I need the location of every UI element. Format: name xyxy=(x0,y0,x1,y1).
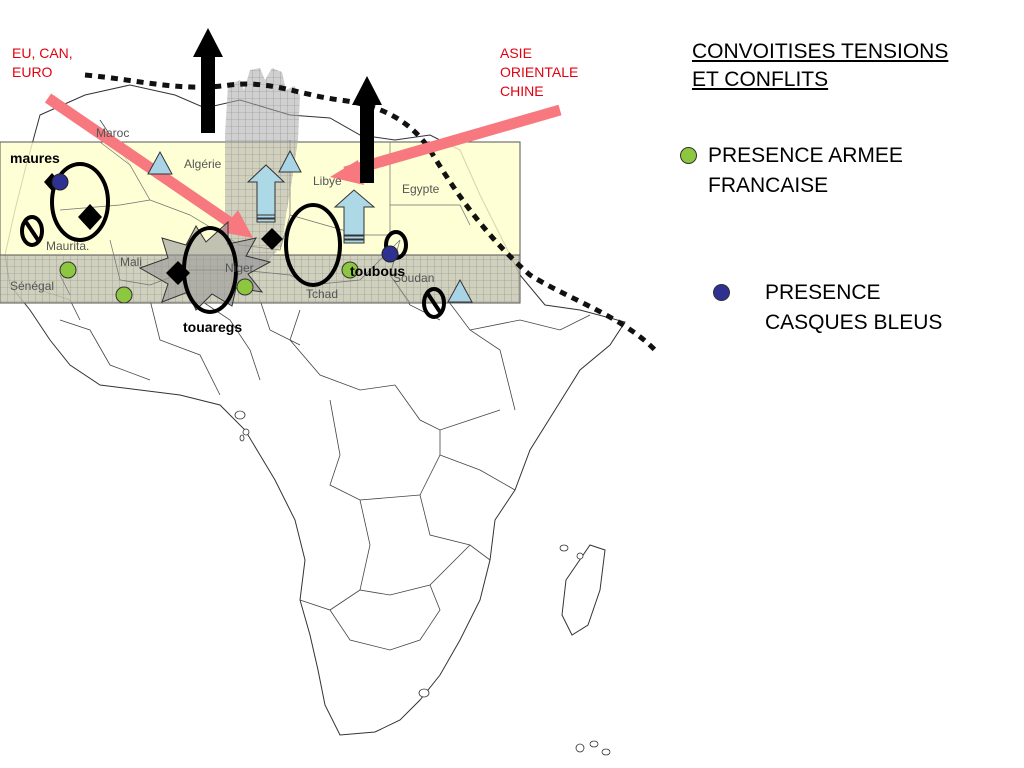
label-maroc: Maroc xyxy=(96,126,129,140)
islands xyxy=(234,410,611,756)
label-egypte: Egypte xyxy=(402,182,440,196)
resource-triangles xyxy=(147,149,473,303)
un-blue-dots xyxy=(51,173,399,263)
triangle-algeria xyxy=(147,150,173,175)
label-toubous: toubous xyxy=(350,263,405,279)
ellipse-libye-niger xyxy=(284,203,342,287)
prohibition-sign-west xyxy=(20,215,44,247)
prohibition-sign-soudan xyxy=(422,287,446,319)
light-blue-arrow-left xyxy=(246,164,286,223)
label-tchad: Tchad xyxy=(306,287,338,301)
madagascar-outline xyxy=(561,544,606,636)
label-soudan: Soudan xyxy=(393,271,434,285)
label-maures: maures xyxy=(10,150,60,166)
french-army-dots xyxy=(59,261,359,304)
prohibition-signs xyxy=(20,215,446,319)
legend-label-un-blue-helmets: PRESENCE CASQUES BLEUS xyxy=(765,281,943,334)
label-mauritanie: Maurita. xyxy=(46,239,89,253)
label-niger: Niger xyxy=(225,261,254,275)
label-senegal: Sénégal xyxy=(10,279,54,293)
blue-dot-icon xyxy=(713,284,730,301)
label-libye: Libye xyxy=(313,174,342,188)
legend-item-french-army: PRESENCE ARMEE FRANCAISE xyxy=(680,141,903,201)
triangle-libya xyxy=(278,149,302,173)
ellipse-maures xyxy=(50,162,110,242)
green-dot-icon xyxy=(680,147,697,164)
legend-label-french-army: PRESENCE ARMEE FRANCAISE xyxy=(708,144,903,197)
origin-label-west: EU, CAN, EURO xyxy=(12,45,73,80)
label-mali: Mali xyxy=(120,255,142,269)
triangle-soudan xyxy=(447,278,473,303)
legend-title: CONVOITISES TENSIONS ET CONFLITS xyxy=(692,40,949,91)
origin-label-east: ASIE ORIENTALE CHINE xyxy=(500,45,579,99)
label-touaregs: touaregs xyxy=(183,319,242,335)
black-up-arrow-left xyxy=(193,28,223,133)
black-up-arrow-right xyxy=(352,76,382,183)
label-algerie: Algérie xyxy=(184,157,222,171)
legend-item-un-blue-helmets: PRESENCE CASQUES BLEUS xyxy=(713,278,942,338)
arrow-east-demand xyxy=(330,104,562,185)
light-blue-arrow-right xyxy=(333,189,376,244)
